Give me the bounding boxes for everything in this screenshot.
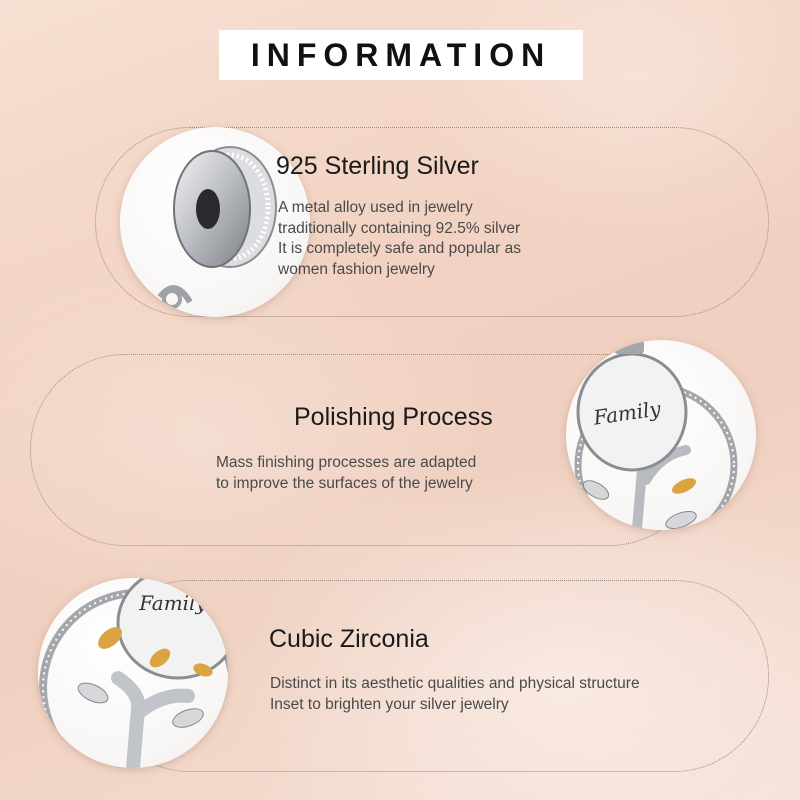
description-line: to improve the surfaces of the jewelry (216, 474, 473, 492)
description-line: traditionally containing 92.5% silver (278, 219, 521, 237)
description-line: A metal alloy used in jewelry (278, 199, 473, 216)
description-line: women fashion jewelry (278, 260, 435, 278)
section-description-polishing-process: Mass finishing processes are adapted to … (216, 453, 476, 494)
section-description-sterling-silver: A metal alloy used in jewelry traditiona… (278, 198, 521, 280)
family-tree-charm-photo: Family (566, 340, 756, 530)
section-description-cubic-zirconia: Distinct in its aesthetic qualities and … (270, 674, 640, 715)
section-heading-cubic-zirconia: Cubic Zirconia (269, 625, 429, 653)
section-heading-polishing-process: Polishing Process (294, 403, 493, 431)
silver-spacer-charm-photo (120, 127, 310, 317)
description-line: Distinct in its aesthetic qualities and … (270, 675, 640, 692)
section-heading-sterling-silver: 925 Sterling Silver (276, 152, 479, 180)
description-line: Inset to brighten your silver jewelry (270, 695, 509, 713)
family-tree-charm-closeup-photo: Family (38, 578, 228, 768)
section-frame-sterling-silver (95, 127, 769, 317)
page-title: INFORMATION (250, 36, 552, 73)
description-line: It is completely safe and popular as (278, 240, 521, 257)
description-line: Mass finishing processes are adapted (216, 454, 477, 471)
title-banner: INFORMATION (219, 30, 583, 80)
